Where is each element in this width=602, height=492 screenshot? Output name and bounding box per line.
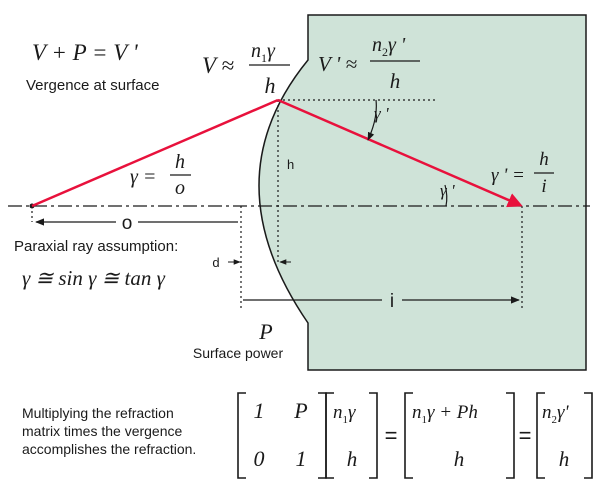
vector-output: n2γ' h — [536, 392, 593, 479]
glass-block — [258, 14, 587, 371]
label-gamma-prime-top: γ ' — [374, 104, 389, 123]
svg-text:i: i — [541, 176, 546, 197]
label-o: o — [122, 213, 133, 234]
svg-text:γ ' =: γ ' = — [491, 165, 525, 186]
equals-sign-2: = — [519, 423, 532, 448]
svg-text:h: h — [175, 151, 185, 173]
svg-text:h: h — [454, 447, 465, 471]
vector-middle: n1γ + Ph h — [404, 392, 515, 479]
svg-text:n2γ ': n2γ ' — [372, 34, 406, 59]
matrix-caption-line-2: matrix times the vergence — [22, 423, 182, 439]
svg-text:h: h — [347, 447, 358, 471]
svg-text:n1γ + Ph: n1γ + Ph — [412, 402, 478, 426]
refraction-matrix: 1 P 0 1 — [237, 392, 327, 479]
svg-text:1: 1 — [254, 398, 265, 423]
svg-text:P: P — [293, 398, 307, 423]
svg-text:V ' ≈: V ' ≈ — [318, 52, 357, 76]
svg-text:n2γ': n2γ' — [542, 402, 569, 426]
caption-paraxial: Paraxial ray assumption: — [14, 238, 178, 255]
label-d: d — [212, 255, 219, 270]
vector-input: n1γ h — [325, 392, 378, 479]
incident-ray — [31, 98, 279, 208]
equation-v-approx: V ≈ n1γ h — [202, 40, 290, 98]
svg-text:V ≈: V ≈ — [202, 53, 234, 78]
svg-text:h: h — [559, 447, 570, 471]
svg-text:1: 1 — [296, 446, 307, 471]
svg-text:γ =: γ = — [130, 166, 156, 188]
equation-vergence: V + P = V ' — [32, 40, 139, 65]
o-label-backdrop — [116, 212, 138, 232]
caption-surface-power: Surface power — [193, 345, 284, 361]
label-i: i — [390, 291, 394, 312]
equals-sign-1: = — [385, 423, 398, 448]
symbol-p: P — [258, 319, 272, 344]
equation-gamma: γ = h o — [130, 151, 191, 199]
caption-vergence: Vergence at surface — [26, 77, 159, 94]
i-label-backdrop — [382, 290, 402, 310]
svg-text:n1γ: n1γ — [251, 40, 276, 65]
matrix-caption-line-3: accomplishes the refraction. — [22, 441, 196, 457]
svg-text:h: h — [265, 73, 276, 98]
equation-paraxial: γ ≅ sin γ ≅ tan γ — [22, 266, 166, 290]
label-gamma-prime-axis: γ ' — [440, 181, 455, 200]
svg-text:0: 0 — [254, 446, 265, 471]
svg-text:o: o — [175, 177, 185, 199]
matrix-caption-line-1: Multiplying the refraction — [22, 405, 174, 421]
svg-text:h: h — [539, 149, 549, 170]
angle-arc-top — [367, 99, 377, 141]
refracted-ray — [277, 98, 523, 208]
equation-vprime-approx: V ' ≈ n2γ ' h — [318, 34, 420, 93]
svg-text:h: h — [390, 69, 401, 93]
angle-arc-axis — [444, 184, 448, 207]
svg-text:n1γ: n1γ — [333, 402, 356, 426]
equation-gamma-prime: γ ' = h i — [491, 149, 554, 197]
label-h: h — [287, 157, 294, 172]
